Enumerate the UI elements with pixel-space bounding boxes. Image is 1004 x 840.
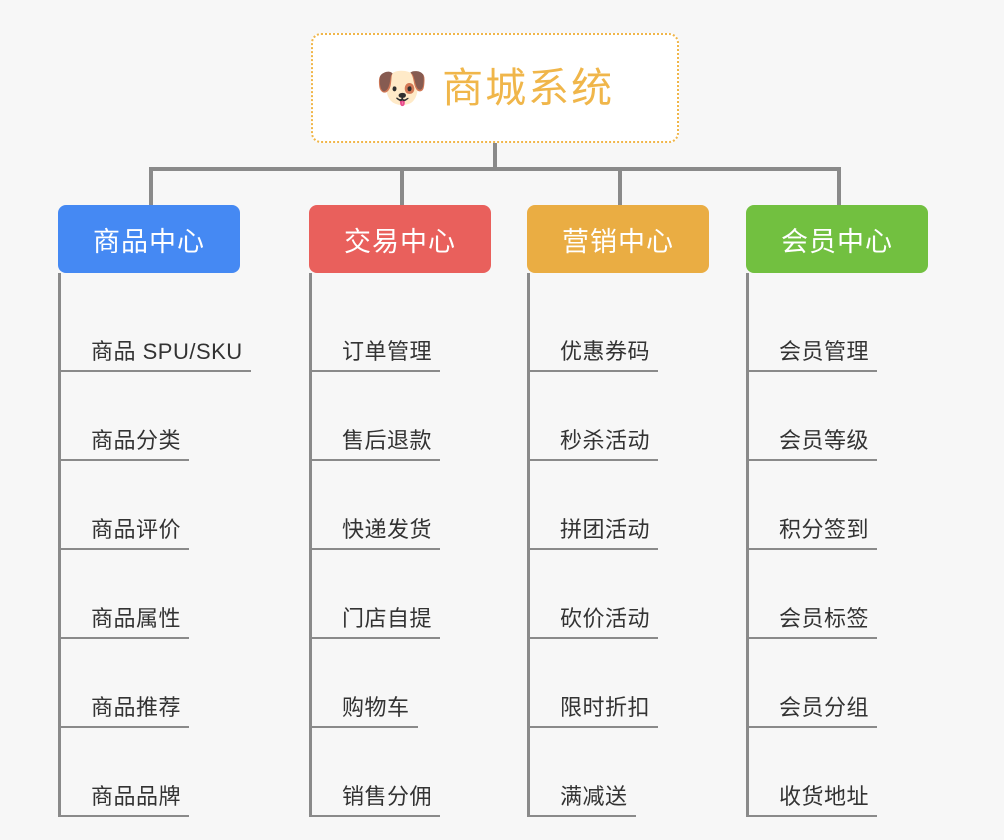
list-item[interactable]: 拼团活动 xyxy=(530,461,709,550)
leaf-label: 商品推荐 xyxy=(91,695,182,720)
leaf-label: 收货地址 xyxy=(779,784,870,809)
leaf-underline xyxy=(61,459,189,461)
leaf-label: 购物车 xyxy=(342,695,410,720)
leaf-underline xyxy=(749,459,877,461)
category-box-product-center[interactable]: 商品中心 xyxy=(58,205,240,273)
column-trade-center: 交易中心 订单管理 售后退款 快递发货 门店自提 购物车 xyxy=(309,205,491,817)
list-item[interactable]: 砍价活动 xyxy=(530,550,709,639)
list-item[interactable]: 商品品牌 xyxy=(61,728,240,817)
list-item[interactable]: 快递发货 xyxy=(312,461,491,550)
list-item[interactable]: 积分签到 xyxy=(749,461,928,550)
leaf-underline xyxy=(749,815,877,817)
leaf-list-trade-center: 订单管理 售后退款 快递发货 门店自提 购物车 销售分佣 xyxy=(309,273,491,817)
leaf-label: 商品分类 xyxy=(91,428,182,453)
list-item[interactable]: 收货地址 xyxy=(749,728,928,817)
leaf-underline xyxy=(312,637,440,639)
leaf-label: 秒杀活动 xyxy=(560,428,651,453)
leaf-underline xyxy=(61,548,189,550)
category-box-member-center[interactable]: 会员中心 xyxy=(746,205,928,273)
list-item[interactable]: 会员等级 xyxy=(749,372,928,461)
category-box-trade-center[interactable]: 交易中心 xyxy=(309,205,491,273)
category-label: 交易中心 xyxy=(344,226,456,257)
leaf-label: 会员等级 xyxy=(779,428,870,453)
list-item[interactable]: 满减送 xyxy=(530,728,709,817)
leaf-underline xyxy=(530,815,636,817)
connector-drop-1 xyxy=(149,167,153,205)
leaf-label: 优惠券码 xyxy=(560,339,651,364)
leaf-list-member-center: 会员管理 会员等级 积分签到 会员标签 会员分组 收货地址 xyxy=(746,273,928,817)
leaf-label: 门店自提 xyxy=(342,606,433,631)
leaf-label: 限时折扣 xyxy=(560,695,651,720)
leaf-underline xyxy=(312,370,440,372)
leaf-label: 拼团活动 xyxy=(560,517,651,542)
list-item[interactable]: 会员管理 xyxy=(749,283,928,372)
leaf-underline xyxy=(530,370,658,372)
leaf-label: 商品属性 xyxy=(91,606,182,631)
column-product-center: 商品中心 商品 SPU/SKU 商品分类 商品评价 商品属性 商品推荐 xyxy=(58,205,251,817)
leaf-label: 订单管理 xyxy=(342,339,433,364)
leaf-label: 积分签到 xyxy=(779,517,870,542)
connector-drop-4 xyxy=(837,167,841,205)
leaf-underline xyxy=(530,726,658,728)
leaf-underline xyxy=(312,548,440,550)
list-item[interactable]: 商品 SPU/SKU xyxy=(61,283,251,372)
list-item[interactable]: 优惠券码 xyxy=(530,283,709,372)
leaf-underline xyxy=(530,637,658,639)
list-item[interactable]: 商品评价 xyxy=(61,461,240,550)
category-label: 会员中心 xyxy=(781,226,893,257)
list-item[interactable]: 会员分组 xyxy=(749,639,928,728)
leaf-underline xyxy=(61,637,189,639)
leaf-underline xyxy=(61,815,189,817)
leaf-underline xyxy=(61,370,251,372)
leaf-label: 销售分佣 xyxy=(342,784,433,809)
leaf-label: 售后退款 xyxy=(342,428,433,453)
leaf-underline xyxy=(312,726,418,728)
list-item[interactable]: 售后退款 xyxy=(312,372,491,461)
list-item[interactable]: 门店自提 xyxy=(312,550,491,639)
column-marketing-center: 营销中心 优惠券码 秒杀活动 拼团活动 砍价活动 限时折扣 xyxy=(527,205,709,817)
leaf-label: 商品 SPU/SKU xyxy=(91,339,243,364)
leaf-underline xyxy=(530,548,658,550)
leaf-label: 会员标签 xyxy=(779,606,870,631)
list-item[interactable]: 商品属性 xyxy=(61,550,240,639)
list-item[interactable]: 秒杀活动 xyxy=(530,372,709,461)
root-title: 商城系统 xyxy=(442,64,615,111)
leaf-list-marketing-center: 优惠券码 秒杀活动 拼团活动 砍价活动 限时折扣 满减送 xyxy=(527,273,709,817)
leaf-underline xyxy=(749,726,877,728)
root-node[interactable]: 🐶 商城系统 xyxy=(311,33,679,143)
leaf-label: 满减送 xyxy=(560,784,628,809)
list-item[interactable]: 限时折扣 xyxy=(530,639,709,728)
connector-drop-2 xyxy=(400,167,404,205)
leaf-label: 商品评价 xyxy=(91,517,182,542)
leaf-underline xyxy=(749,548,877,550)
connector-root-stem xyxy=(493,143,497,169)
list-item[interactable]: 商品分类 xyxy=(61,372,240,461)
leaf-list-product-center: 商品 SPU/SKU 商品分类 商品评价 商品属性 商品推荐 商品品牌 xyxy=(58,273,251,817)
leaf-label: 快递发货 xyxy=(342,517,433,542)
list-item[interactable]: 销售分佣 xyxy=(312,728,491,817)
list-item[interactable]: 订单管理 xyxy=(312,283,491,372)
list-item[interactable]: 购物车 xyxy=(312,639,491,728)
leaf-label: 会员管理 xyxy=(779,339,870,364)
shiba-dog-face-icon: 🐶 xyxy=(375,64,429,111)
connector-drop-3 xyxy=(618,167,622,205)
category-label: 商品中心 xyxy=(93,226,205,257)
category-label: 营销中心 xyxy=(562,226,674,257)
category-box-marketing-center[interactable]: 营销中心 xyxy=(527,205,709,273)
leaf-underline xyxy=(312,815,440,817)
leaf-underline xyxy=(312,459,440,461)
leaf-underline xyxy=(749,637,877,639)
connector-horizontal-bus xyxy=(149,167,841,171)
leaf-underline xyxy=(530,459,658,461)
list-item[interactable]: 会员标签 xyxy=(749,550,928,639)
column-member-center: 会员中心 会员管理 会员等级 积分签到 会员标签 会员分组 xyxy=(746,205,928,817)
leaf-underline xyxy=(749,370,877,372)
list-item[interactable]: 商品推荐 xyxy=(61,639,240,728)
leaf-label: 商品品牌 xyxy=(91,784,182,809)
leaf-label: 会员分组 xyxy=(779,695,870,720)
leaf-underline xyxy=(61,726,189,728)
leaf-label: 砍价活动 xyxy=(560,606,651,631)
